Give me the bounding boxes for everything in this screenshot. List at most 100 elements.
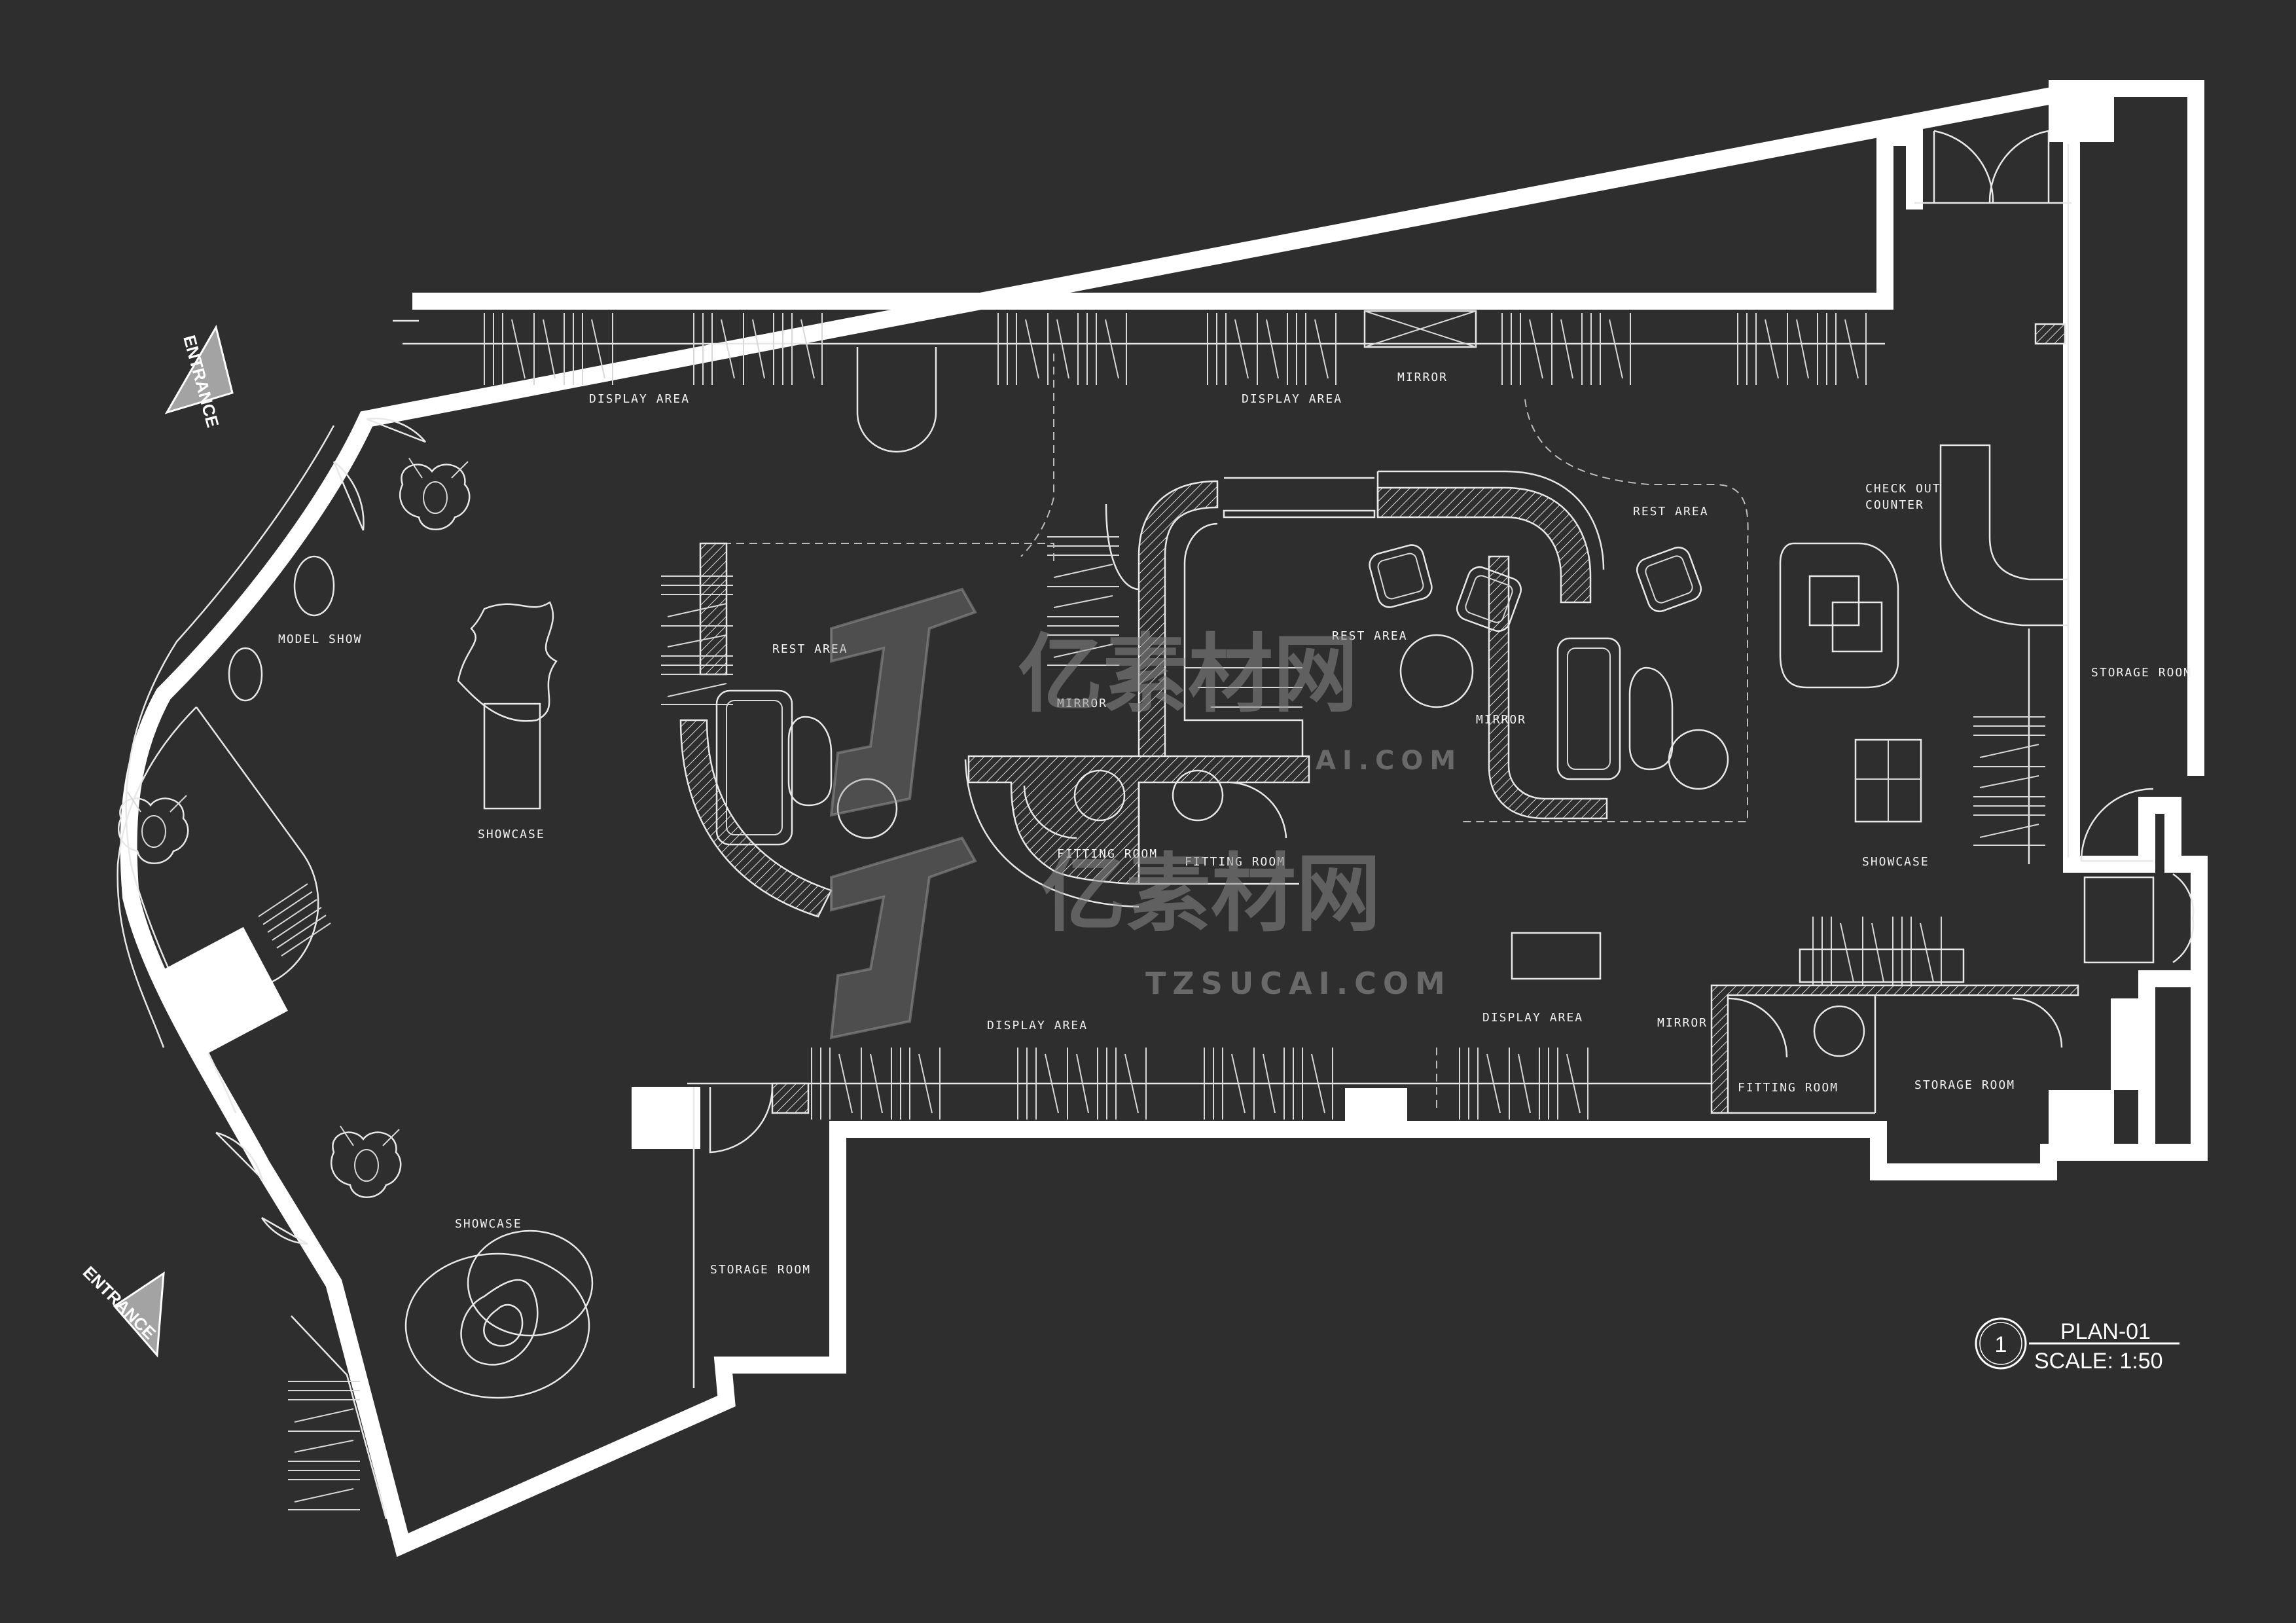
watermark-logo-icon bbox=[829, 836, 977, 1040]
sofa-icon[interactable] bbox=[715, 689, 793, 846]
column-block-bottom-mid bbox=[1345, 1088, 1407, 1131]
mirror-edge bbox=[1105, 503, 1139, 591]
mirror-label: MIRROR bbox=[1657, 1016, 1708, 1030]
checkout-counter[interactable] bbox=[1939, 444, 2070, 627]
clothing-rack-icon bbox=[1207, 312, 1336, 386]
mirror-label: MIRROR bbox=[1476, 713, 1526, 727]
platform-edge bbox=[117, 706, 197, 1048]
fitting-room-right-wall bbox=[1710, 984, 2079, 1114]
mirror-label: MIRROR bbox=[1057, 697, 1107, 710]
mirror-label: MIRROR bbox=[1397, 371, 1448, 384]
door-swing-icon[interactable] bbox=[2012, 997, 2063, 1048]
bottom-right-step bbox=[2147, 970, 2208, 1161]
model-show-label: MODEL SHOW bbox=[278, 632, 362, 646]
fitting-room-label: FITTING ROOM bbox=[1185, 855, 1285, 869]
mannequin-icon bbox=[228, 647, 263, 702]
watermark-brand: 亿素材网 bbox=[1041, 844, 1381, 943]
rest-area-boundary bbox=[710, 543, 1054, 563]
zone-divider bbox=[1020, 354, 1054, 557]
round-table-icon bbox=[1399, 634, 1474, 708]
side-table bbox=[787, 716, 833, 807]
display-area-label: DISPLAY AREA bbox=[987, 1019, 1088, 1032]
sculpture-icon bbox=[457, 601, 558, 722]
fitting-room-label: FITTING ROOM bbox=[1738, 1081, 1839, 1095]
entrance-top[interactable]: ENTRANCE bbox=[164, 325, 234, 429]
rest-area-boundary bbox=[1460, 399, 1749, 822]
facade-bottom-inner bbox=[291, 1315, 387, 1520]
sofa-icon[interactable] bbox=[1556, 637, 1621, 780]
door-swing-icon[interactable] bbox=[366, 417, 426, 443]
center-wall-outline bbox=[1378, 470, 1605, 570]
checkout-label: CHECK OUT bbox=[1865, 482, 1941, 496]
sculpture-icon bbox=[404, 1230, 594, 1399]
display-stand bbox=[1799, 948, 1965, 983]
display-table-bottom bbox=[1511, 932, 1602, 980]
door-swing-icon[interactable] bbox=[260, 1216, 308, 1245]
door-swing-icon[interactable] bbox=[1727, 997, 1788, 1058]
door-swing-icon[interactable] bbox=[2172, 873, 2195, 964]
checkout-label: COUNTER bbox=[1865, 498, 1924, 512]
entrance-arrow-icon bbox=[164, 325, 234, 414]
round-table-icon bbox=[1668, 729, 1729, 790]
mannequin-icon bbox=[293, 555, 335, 617]
watermark-logo-icon bbox=[829, 587, 977, 817]
entrance-bottom[interactable]: ENTRANCE bbox=[79, 1262, 165, 1358]
clothing-rack-icon bbox=[997, 312, 1127, 386]
storage-room-label: STORAGE ROOM bbox=[1914, 1078, 2015, 1092]
display-podium-top bbox=[856, 347, 937, 453]
armchair-icon[interactable] bbox=[1632, 543, 1706, 616]
storage-room-label: STORAGE ROOM bbox=[710, 1263, 811, 1277]
door-swing-icon[interactable] bbox=[1230, 781, 1287, 839]
clothing-rack-icon bbox=[1501, 312, 1631, 386]
round-table-icon bbox=[1073, 769, 1126, 822]
display-area-label: DISPLAY AREA bbox=[1242, 392, 1342, 406]
column-block-right bbox=[2111, 998, 2150, 1090]
clothing-rack-icon bbox=[1737, 312, 1867, 386]
clothing-rack-icon bbox=[1812, 916, 1942, 989]
showcase-box bbox=[1831, 601, 1883, 653]
door-swing-icon[interactable] bbox=[1988, 130, 2050, 204]
rest-area-label: REST AREA bbox=[1332, 629, 1408, 643]
mirror-partition bbox=[1183, 522, 1304, 759]
display-area-label: DISPLAY AREA bbox=[1482, 1011, 1583, 1025]
plan-title: PLAN-01 bbox=[2060, 1319, 2151, 1344]
door-swing-icon[interactable] bbox=[2080, 788, 2154, 862]
showcase-cabinet bbox=[1779, 542, 1899, 689]
showcase-plinth bbox=[483, 702, 541, 810]
watermark-url-partial: AI.COM bbox=[1316, 746, 1462, 776]
door-swing-icon[interactable] bbox=[1023, 785, 1077, 839]
showcase-label: SHOWCASE bbox=[1862, 855, 1929, 869]
door-swing-icon[interactable] bbox=[332, 461, 365, 531]
door-swing-icon[interactable] bbox=[1933, 130, 1994, 204]
top-right-wall bbox=[1885, 129, 1923, 203]
door-swing-icon[interactable] bbox=[709, 1086, 774, 1154]
rest-area-label: REST AREA bbox=[772, 642, 848, 656]
round-table-icon bbox=[836, 778, 898, 839]
showcase-label: SHOWCASE bbox=[478, 828, 545, 841]
side-door-frame bbox=[2083, 876, 2155, 964]
rest-area-label: REST AREA bbox=[1633, 505, 1709, 519]
side-table bbox=[1628, 666, 1674, 771]
armchair-icon[interactable] bbox=[1366, 541, 1435, 611]
mirror-top bbox=[1363, 310, 1477, 348]
wall-stub bbox=[771, 1082, 810, 1114]
column-block-top-right bbox=[2049, 80, 2114, 142]
mirror-panel bbox=[1223, 477, 1376, 519]
watermark-url: TZSUCAI.COM bbox=[1145, 966, 1452, 1001]
showcase-box bbox=[1808, 575, 1860, 627]
mannequin-icon bbox=[399, 457, 471, 530]
storage-room-label: STORAGE ROOM bbox=[2091, 666, 2192, 680]
scale-label: SCALE: 1:50 bbox=[2034, 1349, 2163, 1374]
wall-stub bbox=[2034, 323, 2066, 345]
stair-landing bbox=[151, 926, 288, 1061]
mirror-wall-curved bbox=[1138, 480, 1219, 761]
column-block-bottom-left bbox=[632, 1087, 700, 1149]
watermark: 亿素材网 AI.COM 亿素材网 TZSUCAI.COM bbox=[829, 587, 1462, 1040]
door-swing-icon[interactable] bbox=[215, 1131, 264, 1182]
watermark-brand: 亿素材网 bbox=[1018, 625, 1358, 724]
mannequin-icon bbox=[330, 1125, 402, 1198]
left-curved-partition bbox=[679, 719, 833, 918]
showcase-label: SHOWCASE bbox=[455, 1217, 522, 1231]
stair-icon bbox=[258, 883, 331, 957]
